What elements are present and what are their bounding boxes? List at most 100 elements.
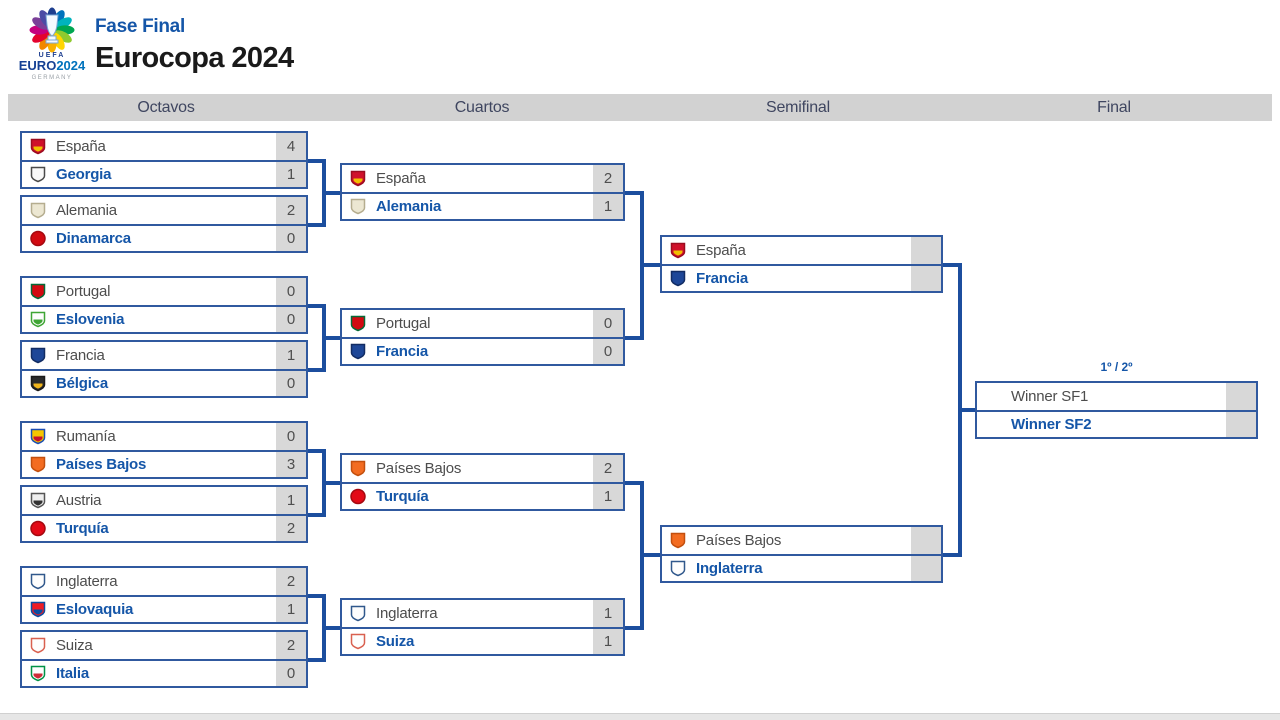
score-cell: [1226, 383, 1256, 410]
team-row-home: Suiza 2: [22, 632, 306, 659]
bottom-scrollbar-track[interactable]: [0, 713, 1280, 720]
round-header-bar: Octavos Cuartos Semifinal Final: [8, 94, 1272, 121]
match-r16-3[interactable]: Portugal 0 Eslovenia 0: [20, 276, 308, 334]
team-name: Suiza: [56, 637, 93, 654]
team-name: Dinamarca: [56, 230, 131, 247]
turquia-crest-icon: [350, 488, 366, 505]
match-r16-2[interactable]: Alemania 2 Dinamarca 0: [20, 195, 308, 253]
paises-bajos-crest-icon: [30, 456, 46, 473]
score-cell: 0: [593, 310, 623, 337]
team-name: Francia: [376, 343, 428, 360]
score-cell: [911, 266, 941, 291]
round-header-octavos: Octavos: [137, 98, 195, 116]
inglaterra-crest-icon: [350, 605, 366, 622]
team-row-away: Italia 0: [22, 659, 306, 686]
match-r16-8[interactable]: Suiza 2 Italia 0: [20, 630, 308, 688]
page-title: Eurocopa 2024: [95, 42, 294, 74]
team-row-away: Turquía 2: [22, 514, 306, 541]
team-name: Turquía: [376, 488, 429, 505]
match-r16-4[interactable]: Francia 1 Bélgica 0: [20, 340, 308, 398]
match-qf-2[interactable]: Portugal 0 Francia 0: [340, 308, 625, 366]
team-name: Inglaterra: [376, 605, 438, 622]
francia-crest-icon: [350, 343, 366, 360]
match-r16-1[interactable]: España 4 Georgia 1: [20, 131, 308, 189]
score-cell: 2: [276, 197, 306, 224]
score-cell: [911, 556, 941, 581]
score-cell: 2: [593, 165, 623, 192]
score-cell: 1: [593, 484, 623, 509]
score-cell: [911, 527, 941, 554]
score-cell: 3: [276, 452, 306, 477]
italia-crest-icon: [30, 665, 46, 682]
francia-crest-icon: [670, 270, 686, 287]
portugal-crest-icon: [30, 283, 46, 300]
score-cell: 2: [276, 568, 306, 595]
final-rank-label: 1º / 2º: [1100, 360, 1133, 374]
score-cell: 0: [276, 307, 306, 332]
alemania-crest-icon: [350, 198, 366, 215]
team-row-home: Francia 1: [22, 342, 306, 369]
team-name: Bélgica: [56, 375, 108, 392]
team-name: España: [696, 242, 746, 259]
team-row-away: Países Bajos 3: [22, 450, 306, 477]
score-cell: 1: [276, 162, 306, 187]
team-row-home: España: [662, 237, 941, 264]
team-row-away: Suiza 1: [342, 627, 623, 654]
match-r16-5[interactable]: Rumanía 0 Países Bajos 3: [20, 421, 308, 479]
team-row-away: Francia 0: [342, 337, 623, 364]
rumania-crest-icon: [30, 428, 46, 445]
team-row-away: Francia: [662, 264, 941, 291]
team-row-home: España 2: [342, 165, 623, 192]
logo-wordmark: EURO2024: [19, 58, 86, 73]
team-name: Eslovaquia: [56, 601, 134, 618]
match-final[interactable]: Winner SF1 Winner SF2: [975, 381, 1258, 439]
team-row-away: Winner SF2: [977, 410, 1256, 437]
team-row-home: Portugal 0: [342, 310, 623, 337]
score-cell: 2: [593, 455, 623, 482]
euro2024-logo: UEFA EURO2024 GERMANY: [19, 7, 86, 81]
team-row-home: Inglaterra 1: [342, 600, 623, 627]
suiza-crest-icon: [30, 637, 46, 654]
team-row-away: Dinamarca 0: [22, 224, 306, 251]
score-cell: 0: [276, 423, 306, 450]
team-name: Winner SF2: [1011, 416, 1092, 433]
match-r16-6[interactable]: Austria 1 Turquía 2: [20, 485, 308, 543]
logo-petal-ring: [29, 7, 75, 53]
inglaterra-crest-icon: [30, 573, 46, 590]
team-name: Países Bajos: [696, 532, 782, 549]
match-qf-1[interactable]: España 2 Alemania 1: [340, 163, 625, 221]
team-name: Portugal: [376, 315, 431, 332]
round-header-final: Final: [1097, 98, 1131, 116]
score-cell: 0: [276, 226, 306, 251]
match-r16-7[interactable]: Inglaterra 2 Eslovaquia 1: [20, 566, 308, 624]
bracket-connector: [322, 626, 340, 630]
team-name: Francia: [696, 270, 748, 287]
dinamarca-crest-icon: [30, 230, 46, 247]
team-name: España: [376, 170, 426, 187]
score-cell: [1226, 412, 1256, 437]
score-cell: 0: [276, 371, 306, 396]
team-name: España: [56, 138, 106, 155]
team-name: Austria: [56, 492, 102, 509]
team-row-home: Rumanía 0: [22, 423, 306, 450]
team-row-away: Eslovaquia 1: [22, 595, 306, 622]
match-qf-3[interactable]: Países Bajos 2 Turquía 1: [340, 453, 625, 511]
round-header-semifinal: Semifinal: [765, 98, 830, 116]
match-sf-2[interactable]: Países Bajos Inglaterra: [660, 525, 943, 583]
match-qf-4[interactable]: Inglaterra 1 Suiza 1: [340, 598, 625, 656]
team-row-away: Turquía 1: [342, 482, 623, 509]
team-row-home: Inglaterra 2: [22, 568, 306, 595]
match-sf-1[interactable]: España Francia: [660, 235, 943, 293]
team-name: Eslovenia: [56, 311, 125, 328]
bracket-connector: [640, 263, 660, 267]
team-name: Turquía: [56, 520, 109, 537]
team-name: Países Bajos: [56, 456, 147, 473]
team-row-home: Winner SF1: [977, 383, 1256, 410]
placeholder-crest-icon: [985, 416, 1001, 433]
team-row-home: Alemania 2: [22, 197, 306, 224]
espana-crest-icon: [350, 170, 366, 187]
score-cell: 4: [276, 133, 306, 160]
team-name: Inglaterra: [696, 560, 763, 577]
bracket-connector: [958, 408, 975, 412]
